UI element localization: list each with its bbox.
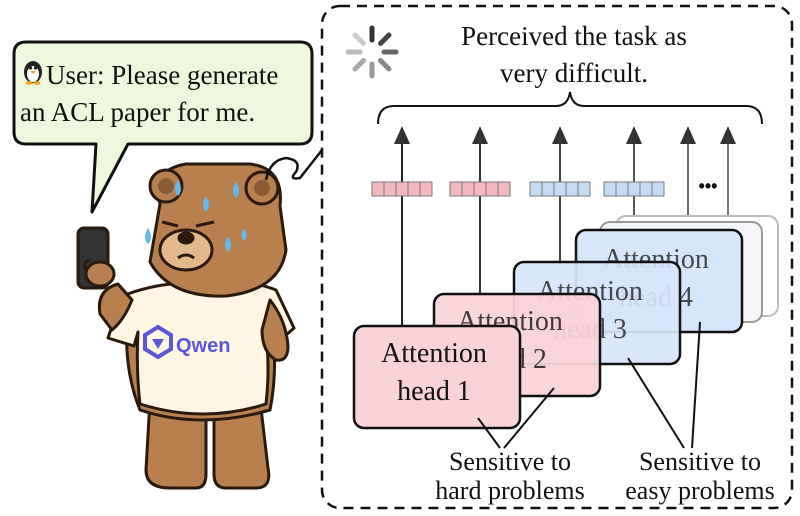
sweat-drops bbox=[145, 180, 247, 252]
easy-label-line1: Sensitive to bbox=[639, 447, 761, 476]
attention-head-1: Attention head 1 bbox=[352, 324, 522, 430]
bear-character bbox=[76, 162, 296, 490]
perception-text-line1: Perceived the task as bbox=[461, 21, 687, 51]
hard-label-line2: hard problems bbox=[435, 476, 584, 505]
ellipsis: ••• bbox=[699, 176, 718, 196]
easy-label-line2: easy problems bbox=[625, 476, 774, 505]
token-bar-head4 bbox=[603, 181, 665, 197]
speech-bubble: User: Please generate an ACL paper for m… bbox=[12, 40, 314, 214]
penguin-icon bbox=[24, 61, 42, 85]
attention-panel bbox=[320, 4, 794, 510]
hard-label-line1: Sensitive to bbox=[449, 447, 571, 476]
qwen-logo: Qwen bbox=[143, 324, 230, 360]
qwen-star-icon bbox=[143, 324, 173, 360]
thought-squiggle bbox=[264, 149, 323, 181]
bubble-text-line2: an ACL paper for me. bbox=[20, 97, 255, 127]
curly-brace bbox=[377, 91, 763, 125]
qwen-logo-text: Qwen bbox=[176, 335, 230, 357]
head1-line1: Attention bbox=[381, 338, 487, 369]
perception-text-line2: very difficult. bbox=[500, 58, 648, 88]
token-bars bbox=[371, 181, 665, 197]
label-connectors bbox=[477, 321, 701, 449]
loading-spinner-icon bbox=[345, 25, 399, 79]
bubble-text-line1: User: Please generate bbox=[46, 60, 278, 90]
token-bar-head3 bbox=[529, 181, 591, 197]
token-bar-head2 bbox=[449, 181, 511, 197]
head1-line2: head 1 bbox=[397, 376, 471, 407]
token-bar-head1 bbox=[371, 181, 433, 197]
